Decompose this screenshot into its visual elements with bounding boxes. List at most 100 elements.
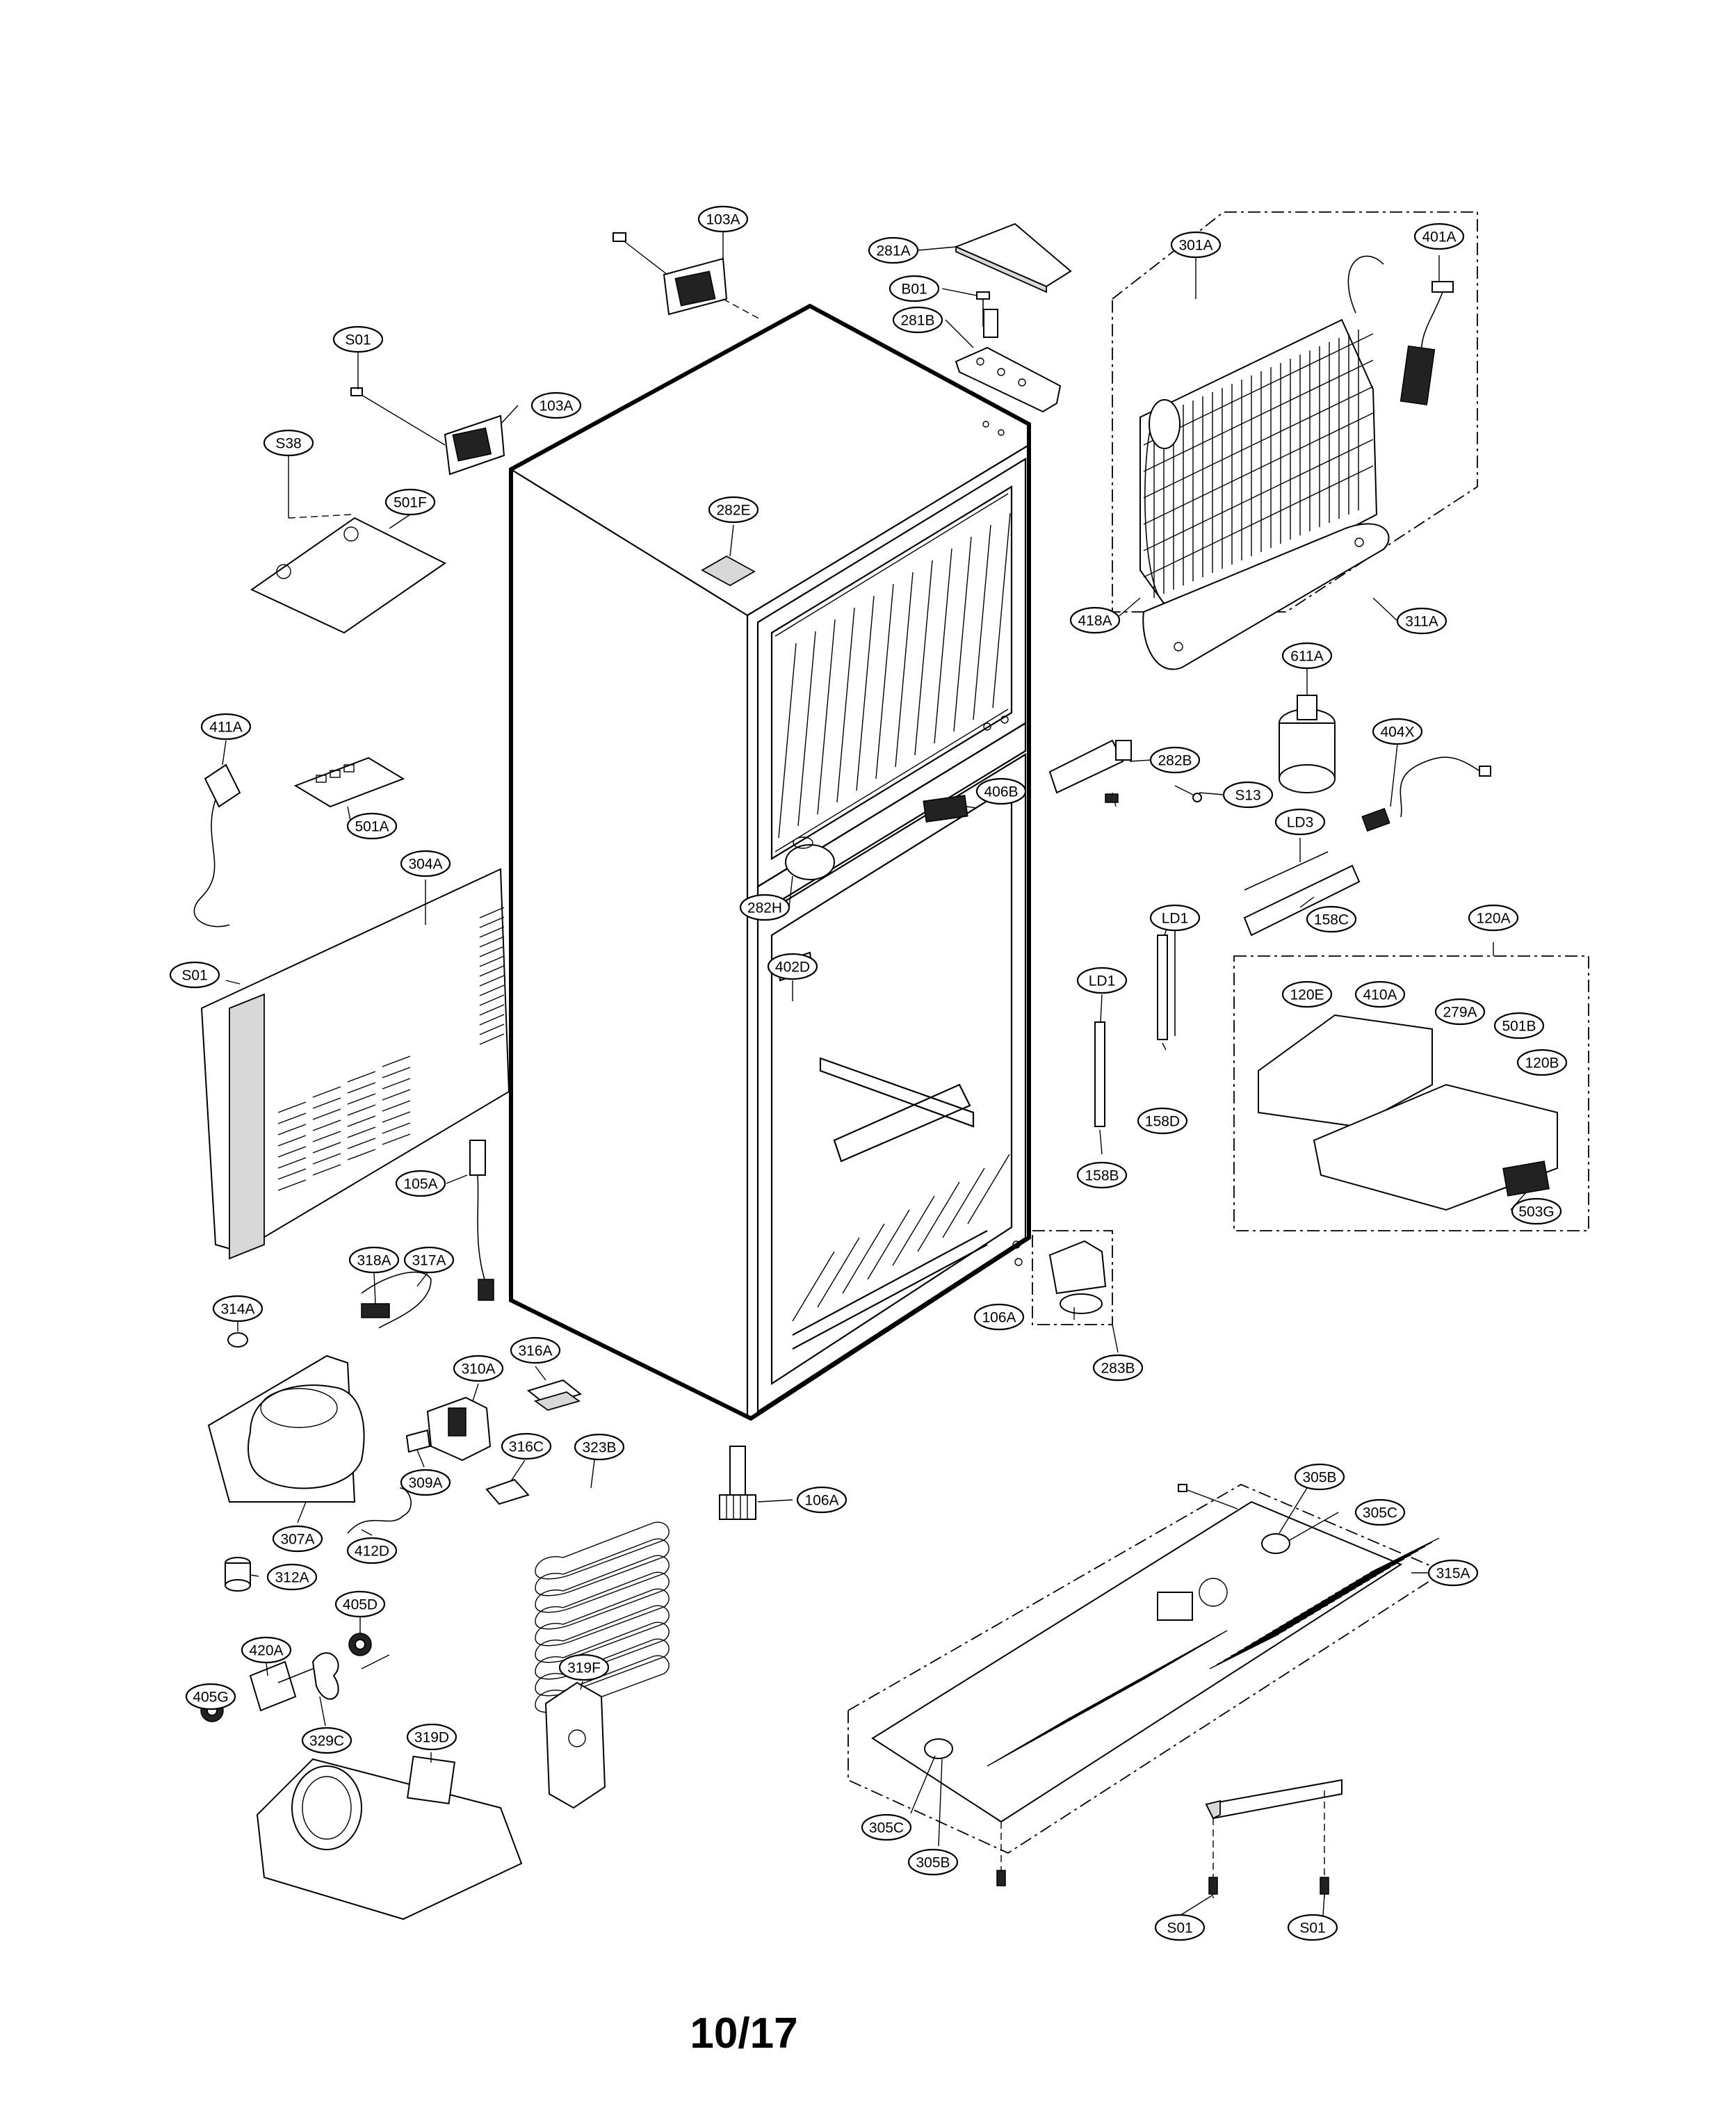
callout-text: 282E xyxy=(716,503,750,519)
callout-text: 307A xyxy=(280,1532,314,1548)
base-plate-315a xyxy=(847,1483,1441,1886)
callout-309a: 309A xyxy=(400,1469,451,1496)
callout-text: S01 xyxy=(1167,1920,1192,1936)
callout-text: 281A xyxy=(876,243,910,259)
callout-text: 316C xyxy=(509,1439,544,1455)
callout-text: 406B xyxy=(984,784,1018,800)
callout-103a: 103A xyxy=(530,391,582,419)
callout-text: 317A xyxy=(412,1253,446,1269)
callout-319f: 319F xyxy=(558,1653,610,1681)
callout-text: 312A xyxy=(275,1570,309,1586)
tube-105a xyxy=(469,1140,494,1301)
leveling-foot-106a xyxy=(719,1446,756,1520)
callout-text: S01 xyxy=(1299,1920,1325,1936)
bracket-283b xyxy=(1032,1230,1113,1325)
callout-158c: 158C xyxy=(1306,905,1357,933)
callout-406b: 406B xyxy=(975,777,1027,805)
harness-412d xyxy=(347,1487,412,1534)
callout-text: 301A xyxy=(1178,238,1212,254)
callout-text: 319D xyxy=(414,1730,449,1746)
callout-282b: 282B xyxy=(1149,746,1201,774)
callout-s13: S13 xyxy=(1222,781,1274,809)
callout-text: 120A xyxy=(1476,911,1510,927)
callout-ld3: LD3 xyxy=(1274,808,1326,836)
callout-text: LD3 xyxy=(1287,815,1314,831)
callout-text: 120B xyxy=(1525,1056,1559,1071)
callout-611a: 611A xyxy=(1281,642,1333,670)
callout-text: 315A xyxy=(1436,1566,1470,1582)
cap-309a xyxy=(405,1429,431,1453)
callout-text: 310A xyxy=(461,1361,495,1377)
callout-158d: 158D xyxy=(1137,1107,1188,1135)
hinge-281a xyxy=(954,223,1072,293)
overload-317a xyxy=(361,1271,432,1329)
callout-158b: 158B xyxy=(1076,1161,1128,1189)
callout-ld1: LD1 xyxy=(1149,904,1201,932)
page-number: 10/17 xyxy=(690,2009,797,2057)
callout-text: 410A xyxy=(1363,987,1397,1003)
callout-text: 282H xyxy=(747,900,782,916)
hinge-cover-side xyxy=(350,387,505,476)
callout-329c: 329C xyxy=(301,1726,352,1754)
callout-text: 402D xyxy=(775,960,810,976)
callout-text: 120E xyxy=(1290,987,1324,1003)
callout-105a: 105A xyxy=(395,1170,446,1197)
pcb-501a xyxy=(293,757,405,808)
callout-text: 309A xyxy=(408,1475,442,1491)
callout-text: 318A xyxy=(357,1253,391,1269)
callout-text: 501F xyxy=(394,495,427,511)
callout-text: 404X xyxy=(1380,725,1414,741)
callout-411a: 411A xyxy=(200,713,252,741)
callout-410a: 410A xyxy=(1354,980,1406,1008)
pad-282e xyxy=(701,555,756,587)
callout-text: 501A xyxy=(355,819,389,835)
pad-316c xyxy=(485,1478,530,1505)
callout-401a: 401A xyxy=(1413,223,1465,250)
callout-text: 106A xyxy=(804,1493,838,1509)
power-cord-411a xyxy=(193,763,241,928)
callout-text: 305C xyxy=(1363,1505,1397,1521)
callout-text: 311A xyxy=(1405,614,1438,630)
led-strip-158d xyxy=(1157,928,1176,1040)
callout-503g: 503G xyxy=(1511,1197,1562,1225)
callout-282e: 282E xyxy=(708,496,759,524)
callout-text: 501B xyxy=(1502,1019,1536,1035)
callout-text: 611A xyxy=(1290,649,1324,665)
callout-305b: 305B xyxy=(907,1848,959,1876)
grommet-314a xyxy=(227,1332,248,1348)
hinge-cover-top xyxy=(613,232,762,321)
hinge-281b xyxy=(955,291,1062,413)
callout-text: S01 xyxy=(345,332,371,348)
compressor-307a xyxy=(207,1354,365,1503)
callout-323b: 323B xyxy=(574,1433,625,1461)
callout-314a: 314A xyxy=(212,1295,263,1323)
callout-305b: 305B xyxy=(1294,1463,1345,1491)
callout-text: 401A xyxy=(1422,229,1456,245)
callout-text: 279A xyxy=(1443,1005,1477,1021)
callout-text: 323B xyxy=(582,1440,616,1456)
callout-text: 319F xyxy=(567,1660,601,1676)
callout-text: 405D xyxy=(343,1597,378,1613)
lamp-ld3 xyxy=(1243,851,1361,937)
callout-text: 305C xyxy=(869,1820,904,1836)
pad-316a xyxy=(526,1379,583,1411)
callout-text: 503G xyxy=(1518,1204,1554,1220)
sensor-404x xyxy=(1361,757,1491,832)
callout-312a: 312A xyxy=(266,1563,318,1591)
callout-106a: 106A xyxy=(973,1303,1025,1331)
callout-text: 106A xyxy=(982,1310,1016,1326)
callout-text: 329C xyxy=(309,1733,344,1749)
grommet-312a xyxy=(225,1557,251,1592)
callout-text: 418A xyxy=(1078,613,1112,629)
callout-318a: 318A xyxy=(348,1246,400,1274)
callout-text: 283B xyxy=(1101,1361,1135,1377)
condenser-323b xyxy=(535,1521,670,1713)
callout-120a: 120A xyxy=(1468,904,1519,932)
callout-text: 158C xyxy=(1314,912,1349,928)
housing-120a xyxy=(1233,955,1589,1231)
callout-text: 304A xyxy=(408,857,442,873)
callout-501f: 501F xyxy=(384,488,436,516)
callout-text: 316A xyxy=(518,1343,552,1359)
fan-motor-420a xyxy=(200,1633,390,1722)
callout-311a: 311A xyxy=(1396,607,1447,635)
